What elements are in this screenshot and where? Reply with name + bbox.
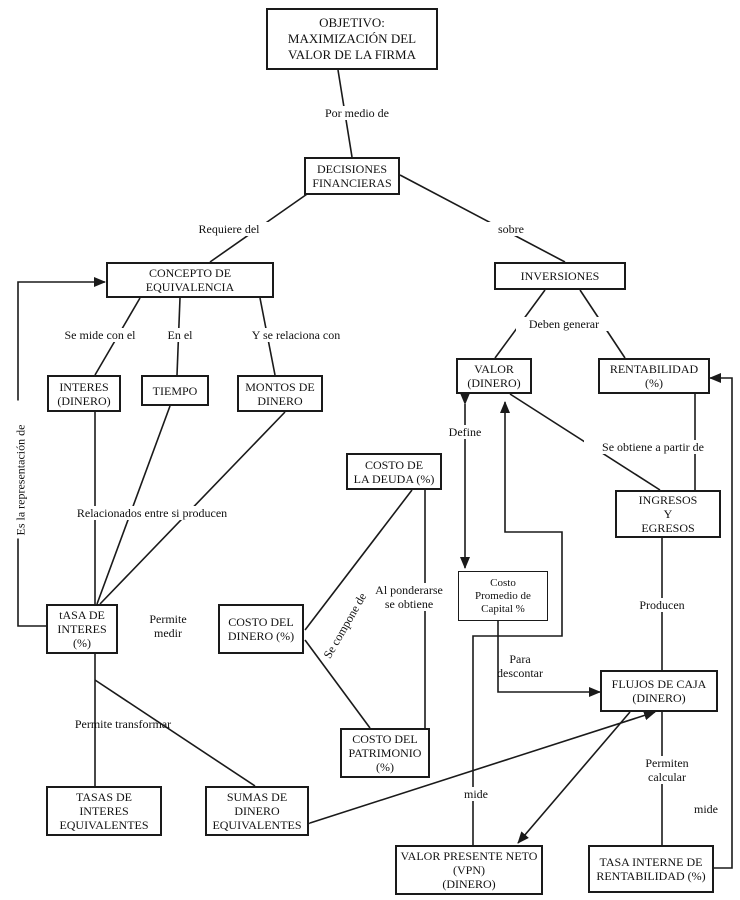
label-se-mide: Se mide con el bbox=[52, 328, 148, 342]
arrow-sumas-flujos bbox=[297, 710, 656, 832]
label-al-ponderarse: Al ponderarse se obtiene bbox=[362, 583, 456, 611]
node-rentabilidad: RENTABILIDAD (%) bbox=[598, 358, 710, 394]
label-mide-vpn: mide bbox=[454, 787, 498, 801]
label-en-el: En el bbox=[156, 328, 204, 342]
node-costo-dinero: COSTO DEL DINERO (%) bbox=[218, 604, 304, 654]
label-producen: Producen bbox=[626, 598, 698, 612]
node-costo-patrimonio: COSTO DEL PATRIMONIO (%) bbox=[340, 728, 430, 778]
node-costo-promedio: Costo Promedio de Capital % bbox=[458, 571, 548, 621]
arrow-vpn-valor bbox=[472, 401, 563, 845]
node-vpn: VALOR PRESENTE NETO (VPN) (DINERO) bbox=[395, 845, 543, 895]
line-decisiones-inversiones bbox=[399, 174, 566, 263]
node-decisiones: DECISIONES FINANCIERAS bbox=[304, 157, 400, 195]
arrow-flujos-vpn bbox=[517, 711, 631, 844]
label-requiere: Requiere del bbox=[184, 222, 274, 236]
label-se-relaciona: Y se relaciona con bbox=[236, 328, 356, 342]
label-permite-transformar: Permite transformar bbox=[74, 717, 172, 731]
node-sumas-equivalentes: SUMAS DE DINERO EQUIVALENTES bbox=[205, 786, 309, 836]
node-tiempo: TIEMPO bbox=[141, 375, 209, 406]
label-mide-tir: mide bbox=[694, 802, 718, 816]
node-flujos: FLUJOS DE CAJA (DINERO) bbox=[600, 670, 718, 712]
label-relacionados: Relacionados entre si producen bbox=[56, 506, 248, 520]
node-interes: INTERES (DINERO) bbox=[47, 375, 121, 412]
arrow-promedio-flujos bbox=[497, 620, 601, 697]
node-concepto: CONCEPTO DE EQUIVALENCIA bbox=[106, 262, 274, 298]
node-objetivo: OBJETIVO: MAXIMIZACIÓN DEL VALOR DE LA F… bbox=[266, 8, 438, 70]
line-deuda-dinero bbox=[304, 489, 413, 631]
line-tiempo-tasa bbox=[96, 405, 171, 605]
node-valor: VALOR (DINERO) bbox=[456, 358, 532, 394]
node-inversiones: INVERSIONES bbox=[494, 262, 626, 290]
label-sobre: sobre bbox=[487, 222, 535, 236]
line-tasa-sumas bbox=[94, 679, 256, 787]
node-tasa-interes: tASA DE INTERES (%) bbox=[46, 604, 118, 654]
node-tir: TASA INTERNE DE RENTABILIDAD (%) bbox=[588, 845, 714, 893]
node-costo-deuda: COSTO DE LA DEUDA (%) bbox=[346, 453, 442, 490]
arrow-tir-rentabilidad bbox=[709, 373, 733, 869]
node-montos: MONTOS DE DINERO bbox=[237, 375, 323, 412]
label-para-descontar: Para descontar bbox=[497, 652, 543, 680]
label-define: Define bbox=[440, 425, 490, 439]
node-tasas-equivalentes: TASAS DE INTERES EQUIVALENTES bbox=[46, 786, 162, 836]
label-permite-medir: Permite medir bbox=[149, 612, 187, 640]
label-deben-generar: Deben generar bbox=[516, 317, 612, 331]
node-ingresos: INGRESOS Y EGRESOS bbox=[615, 490, 721, 538]
label-se-obtiene: Se obtiene a partir de bbox=[584, 440, 722, 454]
label-es-representacion: Es la representación de bbox=[13, 400, 29, 539]
label-por-medio: Por medio de bbox=[310, 106, 404, 120]
label-permiten-calcular: Permiten calcular bbox=[634, 756, 700, 784]
